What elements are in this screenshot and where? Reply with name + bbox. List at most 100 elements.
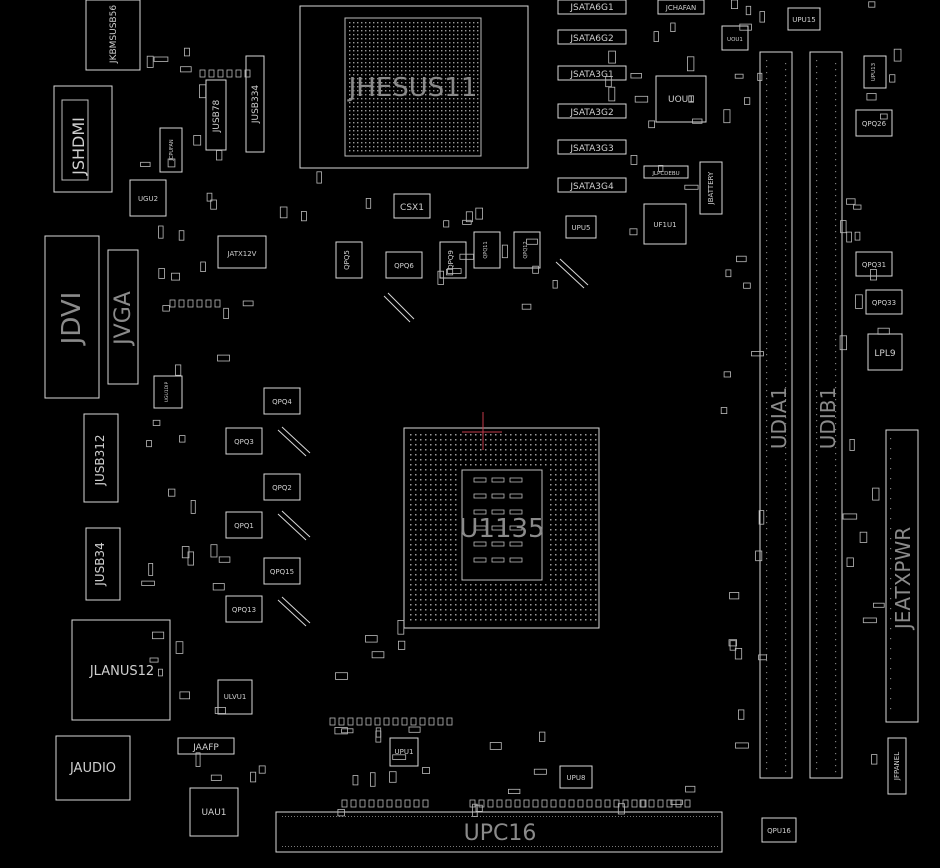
passive <box>341 728 354 734</box>
passive <box>757 72 763 81</box>
qpu16-chip[interactable]: QPU16 <box>761 817 797 843</box>
cpu-socket[interactable]: JHESUS11 <box>299 5 529 169</box>
upu1-chip[interactable]: UPU1 <box>389 737 419 767</box>
qpq11-label: QPQ11 <box>483 241 489 258</box>
upu8-chip[interactable]: UPU8 <box>559 765 593 789</box>
sata-3g1[interactable]: JSATA3G1 <box>557 65 627 81</box>
qpq5-mosfet[interactable]: QPQ5 <box>335 241 363 279</box>
dimm-slot-b[interactable]: UDIB1 <box>809 51 843 779</box>
ugu2-chip[interactable]: UGU2 <box>129 179 167 217</box>
sata-3g2[interactable]: JSATA3G2 <box>557 103 627 119</box>
cpufan-header[interactable]: JCPUFAN <box>159 127 183 173</box>
passive <box>842 513 858 520</box>
uou1-chip[interactable]: UOU1 <box>655 75 707 123</box>
passive <box>383 717 390 726</box>
passive <box>462 219 472 225</box>
sata-3g4[interactable]: JSATA3G4 <box>557 177 627 193</box>
lpl9-inductor[interactable]: LPL9 <box>867 333 903 371</box>
dvi-port[interactable]: JDVI <box>44 235 100 399</box>
passive <box>639 799 646 808</box>
sata-6g2[interactable]: JSATA6G2 <box>557 29 627 45</box>
qpq31-mosfet[interactable]: QPQ31 <box>855 251 893 277</box>
kbms-usb-port[interactable]: JKBMSUSB56 <box>85 0 141 71</box>
vga-port[interactable]: JVGA <box>107 249 139 385</box>
hdmi-port[interactable]: JSHDMI <box>53 85 113 193</box>
audio-jack[interactable]: JAUDIO <box>55 735 131 801</box>
passive <box>437 270 444 285</box>
usb312-label: JUSB312 <box>93 434 107 486</box>
passive <box>568 799 575 808</box>
qpq26-mosfet[interactable]: QPQ26 <box>855 109 893 137</box>
choke <box>277 429 307 457</box>
battery-label: JBATTERY <box>707 171 715 205</box>
passive <box>496 799 503 808</box>
qpq9-mosfet[interactable]: QPQ9 <box>439 241 467 279</box>
dimm-b-label: UDIB1 <box>816 387 840 449</box>
qpq33-mosfet[interactable]: QPQ33 <box>865 289 903 315</box>
passive <box>205 299 212 308</box>
passive <box>759 11 766 23</box>
atx-power-connector[interactable]: JEATXPWR <box>885 429 919 723</box>
fpanel-header[interactable]: JFPANEL <box>887 737 907 795</box>
battery-holder[interactable]: JBATTERY <box>699 161 723 215</box>
passive <box>244 69 251 78</box>
passive <box>893 48 902 62</box>
qpq11-mosfet[interactable]: QPQ11 <box>473 231 501 269</box>
usb312-header[interactable]: JUSB312 <box>83 413 119 503</box>
qpq2-mosfet[interactable]: QPQ2 <box>263 473 301 501</box>
passive <box>169 299 176 308</box>
passive <box>350 799 357 808</box>
lpcdebug-header[interactable]: JLPCDEBU <box>643 165 689 179</box>
ugu1-dip-chip[interactable]: UGU1DIP <box>153 375 183 409</box>
qpq3-mosfet[interactable]: QPQ3 <box>225 427 263 455</box>
passive <box>630 154 638 165</box>
sata-3g3[interactable]: JSATA3G3 <box>557 139 627 155</box>
lan-usb-port[interactable]: JLANUS12 <box>71 619 171 721</box>
passive <box>728 639 737 647</box>
passive <box>316 171 322 184</box>
passive <box>419 717 426 726</box>
choke <box>277 599 307 627</box>
chafan-header[interactable]: JCHAFAN <box>657 0 705 15</box>
sata-6g1[interactable]: JSATA6G1 <box>557 0 627 15</box>
passive <box>375 730 382 743</box>
ulvu1-chip[interactable]: ULVU1 <box>217 679 253 715</box>
passive <box>853 204 862 210</box>
passive <box>428 717 435 726</box>
qpq1-mosfet[interactable]: QPQ1 <box>225 511 263 539</box>
qpq13-mosfet[interactable]: QPQ13 <box>225 595 263 623</box>
usb34-label: JUSB34 <box>93 542 107 586</box>
qpq1-label: QPQ1 <box>234 522 254 530</box>
dimm-slot-a[interactable]: UDIA1 <box>759 51 793 779</box>
pch-chip[interactable]: U1135 <box>403 412 600 629</box>
passive <box>478 799 485 808</box>
qpq15-mosfet[interactable]: QPQ15 <box>263 557 301 585</box>
uf1u1-chip[interactable]: UF1U1 <box>643 203 687 245</box>
upu13-chip[interactable]: UPU13 <box>863 55 887 89</box>
choke <box>559 258 589 286</box>
pcie-label: UPC16 <box>464 821 537 846</box>
passive <box>146 440 152 448</box>
passive <box>729 640 737 651</box>
passive <box>140 161 151 168</box>
upu5-chip[interactable]: UPU5 <box>565 215 597 239</box>
qpq4-mosfet[interactable]: QPQ4 <box>263 387 301 415</box>
passive <box>648 799 655 808</box>
passive <box>175 364 182 376</box>
uau1-chip[interactable]: UAU1 <box>189 787 239 837</box>
qpq6-mosfet[interactable]: QPQ6 <box>385 251 423 279</box>
pcie-slot[interactable]: UPC16 <box>275 811 723 853</box>
qpq12-mosfet[interactable]: QPQ12 <box>513 231 541 269</box>
atx12v-connector[interactable]: JATX12V <box>217 235 267 269</box>
sata-6g2-label: JSATA6G2 <box>569 34 613 44</box>
uou1-small-chip[interactable]: UOU1 <box>721 25 749 51</box>
usb334-header[interactable]: JUSB334 <box>245 55 265 153</box>
aafp-header[interactable]: JAAFP <box>177 737 235 755</box>
passive <box>744 97 751 105</box>
upu15-chip[interactable]: UPU15 <box>787 7 821 31</box>
usb78-header[interactable]: JUSB78 <box>205 79 227 151</box>
passive <box>684 799 691 808</box>
passive <box>386 799 393 808</box>
csx1-crystal[interactable]: CSX1 <box>393 193 431 219</box>
usb34-header[interactable]: JUSB34 <box>85 527 121 601</box>
